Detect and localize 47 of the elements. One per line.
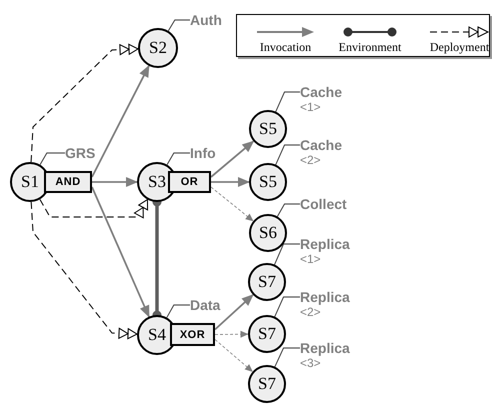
gateway-box: AND bbox=[44, 171, 92, 193]
leader-line bbox=[275, 92, 300, 112]
arrow bbox=[91, 186, 150, 318]
service-circle: S6 bbox=[249, 214, 287, 252]
legend-label: Environment bbox=[338, 40, 402, 55]
service-circle: S7 bbox=[248, 315, 286, 353]
dashed-arrow bbox=[210, 186, 254, 222]
node-caption: Replica bbox=[300, 236, 350, 252]
node-caption: Replica bbox=[300, 340, 350, 356]
arrow bbox=[210, 140, 254, 178]
leader-line bbox=[166, 304, 190, 318]
legend-label: Deployment bbox=[430, 40, 490, 55]
leader-line bbox=[276, 204, 300, 217]
dashed-arrow bbox=[214, 339, 253, 372]
leader-line bbox=[40, 152, 66, 166]
arrow bbox=[91, 64, 150, 178]
node-caption: Info bbox=[190, 145, 216, 161]
node-caption: GRS bbox=[65, 145, 96, 161]
service-circle: S5 bbox=[249, 110, 287, 148]
leader-line bbox=[275, 144, 300, 166]
node-caption: Collect bbox=[300, 196, 347, 212]
arrow bbox=[214, 294, 254, 330]
instance-number: <2> bbox=[300, 305, 321, 319]
service-circle: S7 bbox=[248, 263, 286, 301]
leader-line bbox=[166, 152, 190, 166]
dashed-arrow bbox=[214, 330, 248, 338]
service-circle: S7 bbox=[248, 365, 286, 403]
arrow bbox=[92, 177, 138, 187]
node-caption: Data bbox=[190, 297, 220, 313]
service-circle: S5 bbox=[249, 163, 287, 201]
instance-number: <1> bbox=[300, 100, 321, 114]
node-caption: Auth bbox=[190, 12, 222, 28]
service-circle: S2 bbox=[138, 28, 178, 68]
node-caption: Cache bbox=[300, 137, 342, 153]
gateway-box: XOR bbox=[170, 323, 215, 346]
instance-number: <1> bbox=[300, 252, 321, 266]
leader-line bbox=[274, 348, 300, 368]
leader-line bbox=[168, 20, 190, 32]
instance-number: <3> bbox=[300, 356, 321, 370]
leader-line bbox=[274, 244, 300, 266]
instance-number: <2> bbox=[300, 153, 321, 167]
legend-label: Invocation bbox=[260, 40, 312, 55]
node-caption: Replica bbox=[300, 289, 350, 305]
leader-line bbox=[274, 296, 300, 318]
arrow bbox=[211, 177, 250, 187]
gateway-box: OR bbox=[168, 171, 211, 193]
node-caption: Cache bbox=[300, 84, 342, 100]
